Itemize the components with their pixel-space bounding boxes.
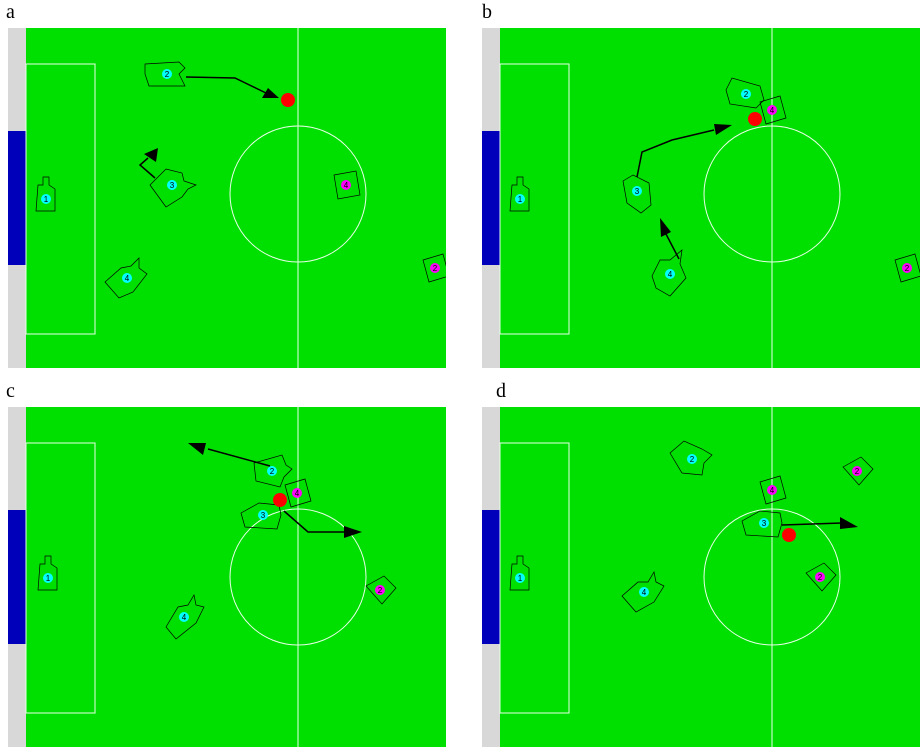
robot-number: 4 <box>770 486 775 495</box>
robot-number: 2 <box>855 467 860 476</box>
robot-number: 1 <box>46 574 51 583</box>
panel-d: d 1 2 3 4 2 <box>460 375 920 749</box>
robot-number: 2 <box>905 264 910 273</box>
soccer-field-diagram: 1 2 3 4 4 2 <box>8 407 446 747</box>
robot-number: 2 <box>270 467 275 476</box>
goal <box>8 131 26 265</box>
goal <box>482 510 500 644</box>
robot-number: 2 <box>690 455 695 464</box>
robot-number: 1 <box>518 574 523 583</box>
panel-label: c <box>6 381 15 401</box>
ball <box>273 493 287 507</box>
panel-b: b 1 2 3 4 4 <box>460 0 920 375</box>
robot-number: 3 <box>261 511 266 520</box>
field-border <box>482 28 920 368</box>
ball <box>748 112 762 126</box>
robot-number: 3 <box>635 187 640 196</box>
robot-number: 2 <box>378 586 383 595</box>
robot-number: 4 <box>182 613 187 622</box>
panel-a: a 1 2 3 4 4 <box>0 0 460 375</box>
robot-number: 4 <box>295 489 300 498</box>
panel-label: b <box>482 2 492 22</box>
goal <box>8 510 26 644</box>
robot-number: 4 <box>642 588 647 597</box>
panel-label: d <box>496 381 506 401</box>
panel-label: a <box>6 2 15 22</box>
robot-number: 4 <box>344 181 349 190</box>
robot-number: 2 <box>433 264 438 273</box>
robot-number: 4 <box>125 274 130 283</box>
robot-number: 3 <box>762 519 767 528</box>
soccer-field-diagram: 1 2 3 4 2 4 2 <box>482 407 920 747</box>
robot-number: 1 <box>518 195 523 204</box>
robot-number: 2 <box>165 70 170 79</box>
field-border <box>482 407 920 747</box>
robot-number: 2 <box>818 573 823 582</box>
panel-c: c 1 2 3 4 4 <box>0 375 460 749</box>
goal <box>482 131 500 265</box>
robot-number: 4 <box>770 106 775 115</box>
field-border <box>8 28 446 368</box>
robot-number: 3 <box>170 181 175 190</box>
field-border <box>8 407 446 747</box>
ball <box>782 528 796 542</box>
robot-number: 2 <box>744 90 749 99</box>
soccer-field-diagram: 1 2 3 4 4 2 <box>482 28 920 368</box>
robot-number: 1 <box>44 195 49 204</box>
ball <box>281 93 295 107</box>
robot-number: 4 <box>668 270 673 279</box>
soccer-field-diagram: 1 2 3 4 4 2 <box>8 28 446 368</box>
